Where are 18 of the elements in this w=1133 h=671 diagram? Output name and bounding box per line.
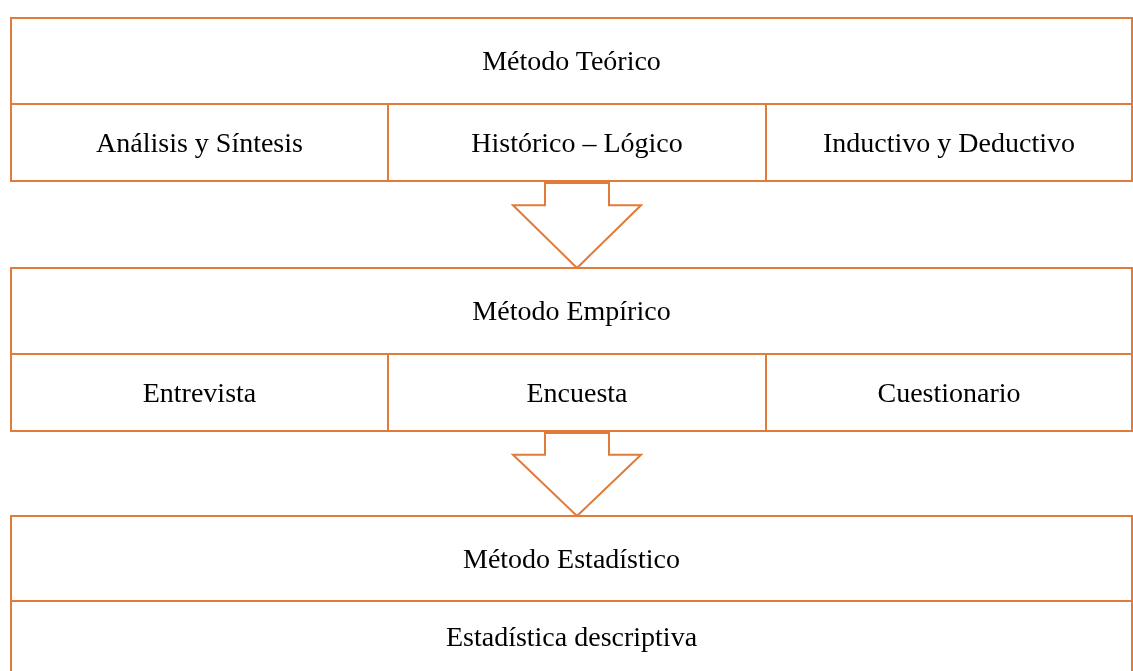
cell-text: Entrevista xyxy=(142,376,257,409)
cell-text: Estadística descriptiva xyxy=(445,620,698,653)
cell-text: Encuesta xyxy=(526,376,628,409)
cell-text: Método Estadístico xyxy=(463,542,680,575)
cell-text: Inductivo y Deductivo xyxy=(823,126,1075,159)
cell-text: Análisis y Síntesis xyxy=(96,126,303,159)
table-cell xyxy=(765,353,1133,432)
table-cell xyxy=(10,17,1133,105)
table-cell xyxy=(765,103,1133,182)
table-cell xyxy=(10,600,1133,671)
cell-text: Método Teórico xyxy=(482,45,661,77)
table-cell xyxy=(10,267,1133,355)
cell-text: Cuestionario xyxy=(877,376,1021,409)
table-cell xyxy=(10,103,389,182)
table-cell xyxy=(10,515,1133,602)
cell-text: Histórico – Lógico xyxy=(471,126,683,159)
cell-text: Método Empírico xyxy=(472,295,671,327)
table-cell xyxy=(10,353,389,432)
